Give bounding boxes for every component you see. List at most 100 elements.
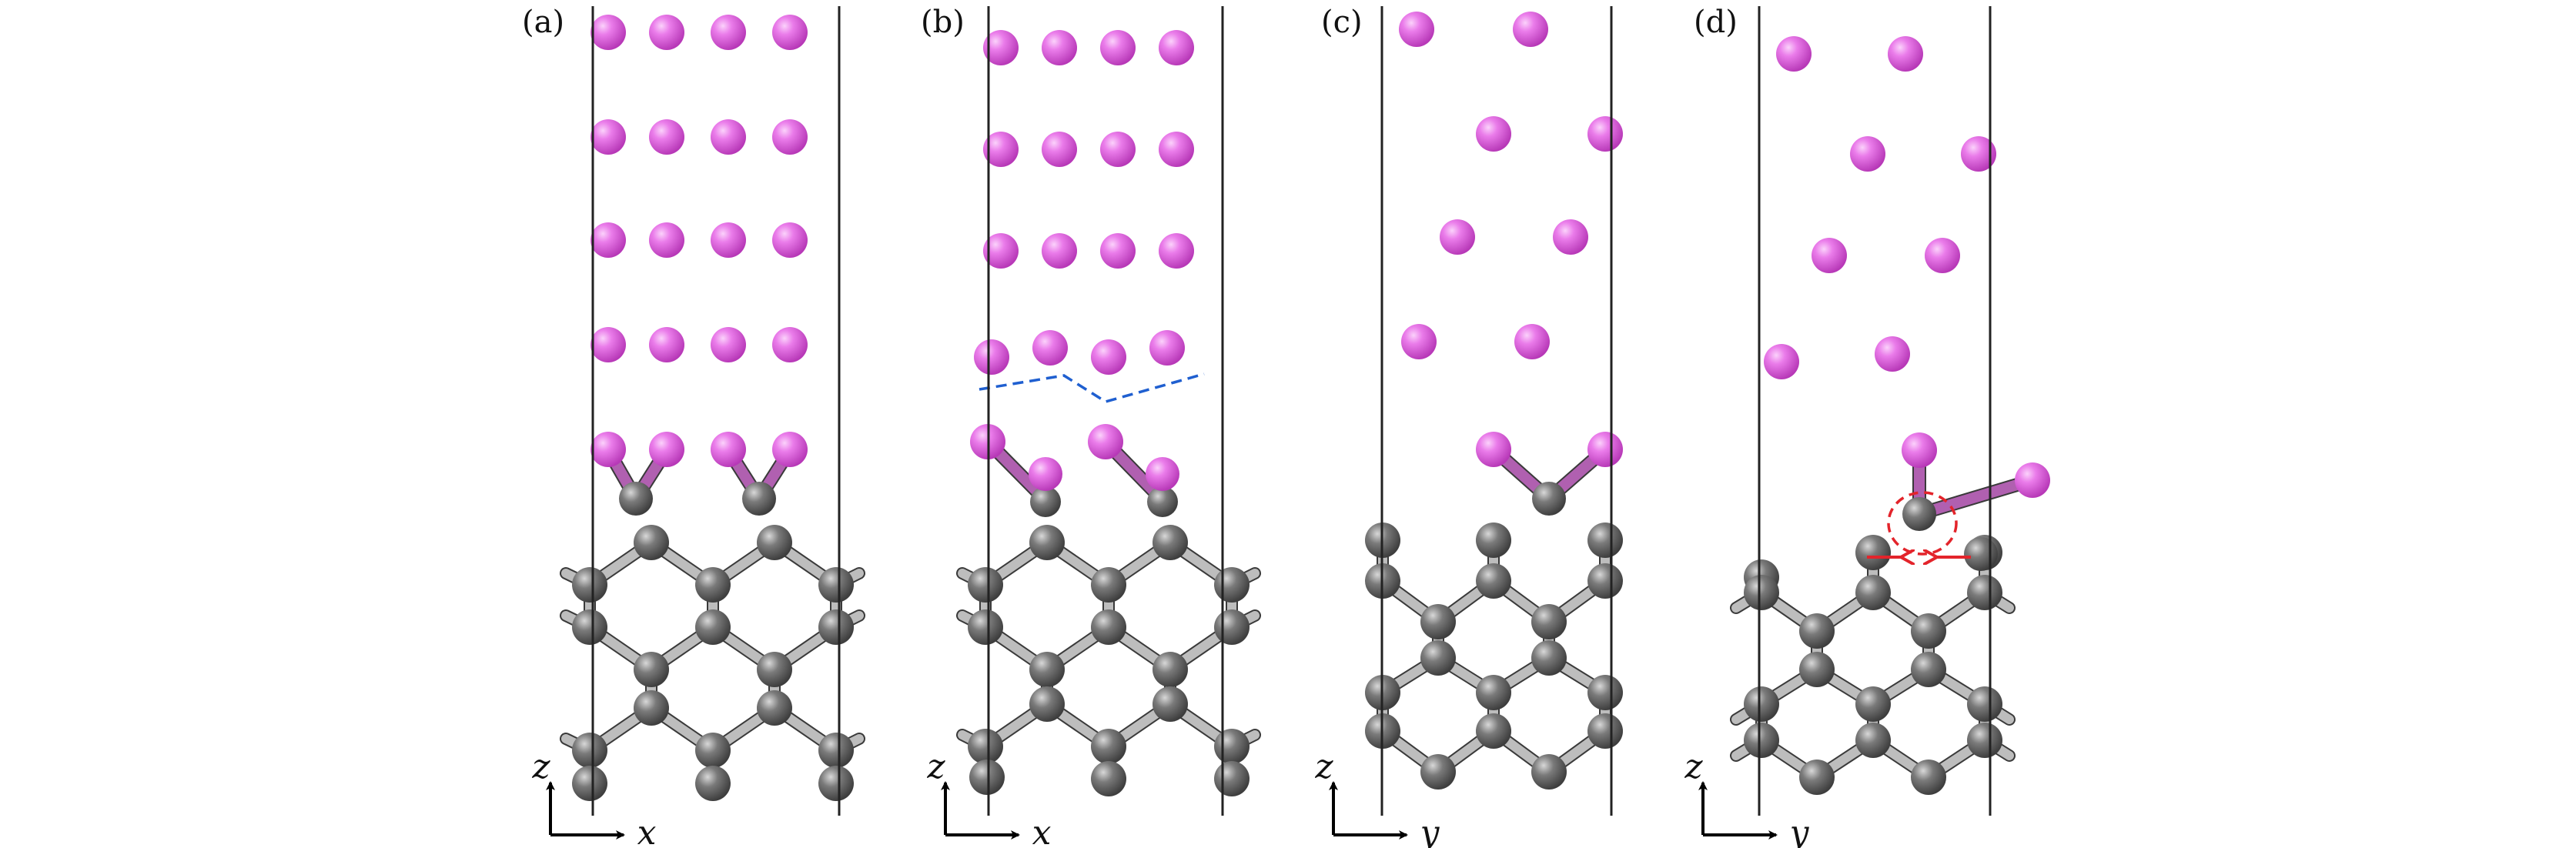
gray-atom — [572, 766, 607, 801]
pink-atom — [1902, 432, 1937, 468]
gray-atom — [1587, 563, 1623, 599]
pink-atom — [590, 119, 626, 155]
panel-label: (c) — [1321, 5, 1363, 40]
vertical-axis-label: z — [1684, 747, 1703, 786]
panel-label: (d) — [1694, 5, 1738, 40]
gray-atom — [695, 567, 731, 603]
gray-atom — [1091, 729, 1126, 764]
pink-atom — [590, 222, 626, 258]
gray-atom — [1476, 713, 1511, 749]
gray-atom — [695, 766, 731, 801]
horizontal-axis-label: x — [637, 813, 657, 848]
gray-atom — [1029, 525, 1065, 560]
pink-atom — [1100, 30, 1136, 65]
horizontal-axis-label: x — [1032, 813, 1052, 848]
gray-atom — [1531, 640, 1567, 676]
pink-atom — [772, 222, 808, 258]
pink-atom — [711, 15, 746, 50]
gray-atom — [1855, 575, 1891, 610]
gray-atom — [1153, 525, 1188, 560]
pink-atom — [590, 15, 626, 50]
gray-atom — [1420, 640, 1456, 676]
gray-atom — [572, 733, 607, 768]
gray-atom — [1799, 652, 1835, 687]
pink-atom — [1764, 344, 1799, 379]
pink-atom — [974, 339, 1009, 375]
gray-atom — [1964, 537, 1998, 571]
pink-atom — [1042, 233, 1077, 269]
pink-atom — [649, 119, 684, 155]
pink-atom — [983, 30, 1019, 65]
pink-atom — [1401, 324, 1437, 359]
gray-atom — [572, 609, 607, 645]
gray-atom — [742, 482, 776, 516]
gray-atom — [1902, 497, 1936, 531]
gray-atom — [1214, 609, 1250, 645]
gray-atom — [1911, 760, 1946, 795]
pink-atom — [1961, 136, 1996, 172]
pink-atom — [1029, 457, 1062, 491]
pink-atom — [1587, 116, 1623, 152]
gray-atom — [634, 652, 669, 687]
gray-atom — [1855, 686, 1891, 722]
pink-atom — [590, 327, 626, 362]
pink-atom — [772, 15, 808, 50]
gray-atom — [969, 760, 1005, 795]
gray-atom — [1967, 686, 2002, 722]
pink-atom — [1042, 30, 1077, 65]
horizontal-axis-label: y — [1788, 813, 1810, 848]
gray-atom — [1531, 604, 1567, 639]
red-dashed-circle — [1887, 491, 1958, 556]
pink-atom — [772, 432, 808, 467]
gray-atom — [1147, 486, 1178, 517]
gray-atom — [1153, 652, 1188, 687]
gray-atom — [1214, 729, 1250, 764]
gray-atom — [757, 525, 792, 560]
gray-atom — [1855, 723, 1891, 758]
pink-atom — [983, 132, 1019, 167]
gray-atom — [1091, 761, 1126, 796]
gray-atom — [1744, 723, 1779, 758]
gray-atom — [968, 729, 1003, 764]
pink-atom — [983, 233, 1019, 269]
gray-atom — [1030, 486, 1061, 517]
gray-atom — [757, 690, 792, 726]
panel-d: (d) z y — [1684, 5, 2050, 848]
gray-atom — [1911, 652, 1946, 687]
gray-atom — [1744, 575, 1779, 610]
panel-label: (a) — [522, 5, 564, 40]
pink-atom — [711, 222, 746, 258]
gray-atom — [1153, 686, 1188, 722]
gray-atom — [619, 482, 653, 516]
pink-atom — [1440, 219, 1475, 255]
gray-atom — [1532, 482, 1566, 516]
vertical-axis-label: z — [531, 747, 550, 786]
pink-atom — [2015, 462, 2050, 498]
gray-atom — [1029, 686, 1065, 722]
gray-atom — [1587, 713, 1623, 749]
pink-atom — [1476, 116, 1511, 152]
gray-atom — [968, 609, 1003, 645]
pink-atom — [711, 119, 746, 155]
pink-atom — [1100, 132, 1136, 167]
gray-atom — [1799, 613, 1835, 649]
gray-atom — [1855, 535, 1891, 570]
pink-atom — [649, 327, 684, 362]
pink-atom — [649, 432, 684, 467]
pink-atom — [1032, 330, 1068, 366]
pink-atom — [772, 119, 808, 155]
pink-atom — [1514, 324, 1550, 359]
gray-atom — [1967, 723, 2002, 758]
panel-label: (b) — [921, 5, 965, 40]
pink-atom — [1042, 132, 1077, 167]
pink-atom — [711, 327, 746, 362]
pink-atom — [1587, 432, 1623, 467]
pink-atom — [1513, 12, 1548, 47]
gray-atom — [1799, 760, 1835, 795]
gray-atom — [1420, 604, 1456, 639]
pink-atom — [1159, 233, 1194, 269]
pink-atom — [1888, 36, 1923, 72]
pink-atom — [1100, 233, 1136, 269]
horizontal-axis-label: y — [1419, 813, 1440, 848]
